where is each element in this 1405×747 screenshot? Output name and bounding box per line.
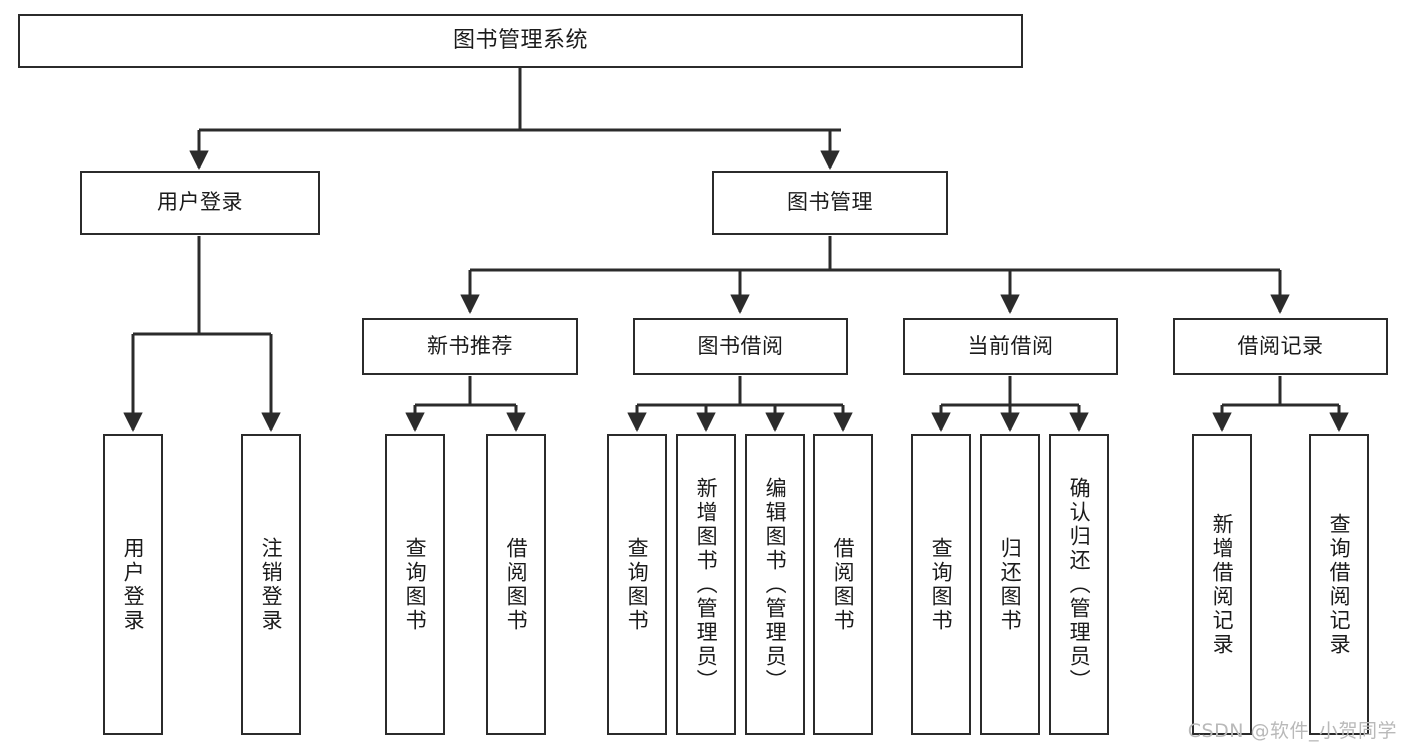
node-label: 新书推荐 bbox=[427, 333, 513, 358]
node-label: 借阅图书 bbox=[504, 536, 529, 633]
node-label: 用户登录 bbox=[121, 536, 146, 633]
node-label: 注销登录 bbox=[259, 536, 284, 633]
node-root-system[interactable]: 图书管理系统 bbox=[18, 14, 1023, 68]
leaf-currentborrow-confirm-return[interactable]: 确认归还（管理员） bbox=[1049, 434, 1109, 735]
node-borrow-record[interactable]: 借阅记录 bbox=[1173, 318, 1388, 375]
leaf-logout[interactable]: 注销登录 bbox=[241, 434, 301, 735]
leaf-borrowrecord-add-record[interactable]: 新增借阅记录 bbox=[1192, 434, 1252, 735]
node-label: 用户登录 bbox=[157, 190, 243, 215]
node-current-borrow[interactable]: 当前借阅 bbox=[903, 318, 1118, 375]
node-label: 确认归还（管理员） bbox=[1067, 476, 1092, 693]
node-label: 新增借阅记录 bbox=[1210, 512, 1235, 657]
leaf-currentborrow-query-book[interactable]: 查询图书 bbox=[911, 434, 971, 735]
node-label: 图书管理 bbox=[787, 190, 873, 215]
node-user-login[interactable]: 用户登录 bbox=[80, 171, 320, 235]
node-label: 查询图书 bbox=[625, 536, 650, 633]
leaf-borrowrecord-query-record[interactable]: 查询借阅记录 bbox=[1309, 434, 1369, 735]
leaf-bookborrow-edit-book[interactable]: 编辑图书（管理员） bbox=[745, 434, 805, 735]
node-new-book-recommend[interactable]: 新书推荐 bbox=[362, 318, 578, 375]
node-label: 编辑图书（管理员） bbox=[763, 476, 788, 693]
node-label: 借阅图书 bbox=[831, 536, 856, 633]
watermark-text: CSDN @软件_小贺同学 bbox=[1187, 720, 1397, 742]
node-label: 查询图书 bbox=[403, 536, 428, 633]
node-label: 归还图书 bbox=[998, 536, 1023, 633]
node-label: 查询图书 bbox=[929, 536, 954, 633]
leaf-bookborrow-add-book[interactable]: 新增图书（管理员） bbox=[676, 434, 736, 735]
leaf-newbook-borrow-book[interactable]: 借阅图书 bbox=[486, 434, 546, 735]
node-book-management[interactable]: 图书管理 bbox=[712, 171, 948, 235]
leaf-newbook-query-book[interactable]: 查询图书 bbox=[385, 434, 445, 735]
node-label: 借阅记录 bbox=[1237, 333, 1324, 358]
node-label: 新增图书（管理员） bbox=[694, 476, 719, 693]
leaf-bookborrow-borrow-book[interactable]: 借阅图书 bbox=[813, 434, 873, 735]
node-book-borrow[interactable]: 图书借阅 bbox=[633, 318, 848, 375]
node-label: 图书管理系统 bbox=[452, 27, 588, 53]
node-label: 图书借阅 bbox=[697, 333, 784, 358]
leaf-user-login[interactable]: 用户登录 bbox=[103, 434, 163, 735]
leaf-bookborrow-query-book[interactable]: 查询图书 bbox=[607, 434, 667, 735]
leaf-currentborrow-return-book[interactable]: 归还图书 bbox=[980, 434, 1040, 735]
node-label: 当前借阅 bbox=[967, 333, 1054, 358]
node-label: 查询借阅记录 bbox=[1327, 512, 1352, 657]
